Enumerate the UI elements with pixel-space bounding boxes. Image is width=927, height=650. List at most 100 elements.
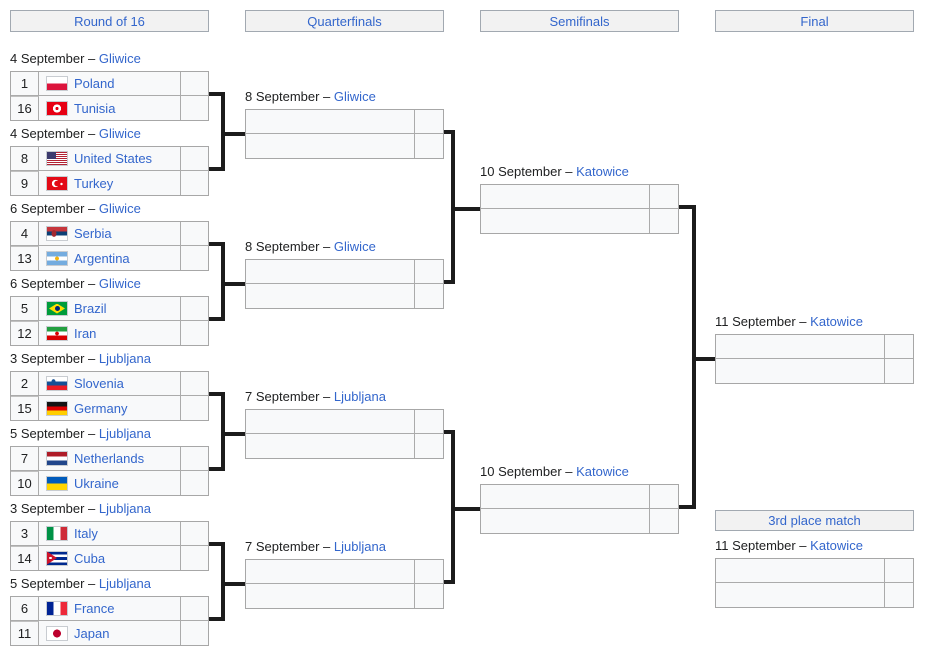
- team-link-tunisia[interactable]: Tunisia: [74, 100, 116, 116]
- team-link-serbia[interactable]: Serbia: [74, 226, 112, 241]
- team-row: 1 Poland: [11, 72, 208, 96]
- venue-link[interactable]: Ljubljana: [333, 539, 386, 554]
- team-slot-empty: [246, 284, 414, 308]
- team-link-slovenia[interactable]: Slovenia: [74, 376, 124, 391]
- match-date-text: 11 September –: [715, 538, 807, 553]
- flag-japan-icon[interactable]: [46, 625, 68, 641]
- venue-link[interactable]: Ljubljana: [98, 501, 151, 516]
- flag-serbia-icon[interactable]: [46, 226, 68, 241]
- flag-italy-icon[interactable]: [46, 526, 68, 541]
- score-cell: [180, 321, 208, 345]
- match-date-text: 10 September –: [480, 164, 573, 179]
- match-sf-2: [480, 484, 679, 534]
- team-link-cuba[interactable]: Cuba: [74, 550, 106, 566]
- team-link-turkey[interactable]: Turkey: [74, 175, 114, 191]
- venue-link[interactable]: Gliwice: [98, 201, 141, 216]
- flag-poland-icon[interactable]: [46, 76, 68, 91]
- match-date-text: 5 September –: [10, 426, 96, 441]
- venue-link[interactable]: Katowice: [576, 464, 629, 479]
- seed-cell: 2: [11, 372, 39, 395]
- flag-iran-icon[interactable]: [46, 325, 68, 341]
- score-cell: [180, 246, 208, 270]
- round-header-link[interactable]: Round of 16: [74, 13, 145, 29]
- match-r16-8: 6 France 11 Japan: [10, 596, 209, 646]
- team-link-italy[interactable]: Italy: [74, 526, 98, 541]
- venue-link[interactable]: Katowice: [810, 314, 863, 329]
- score-cell: [414, 434, 443, 458]
- team-cell: Tunisia: [39, 96, 180, 120]
- team-link-netherlands[interactable]: Netherlands: [74, 451, 145, 466]
- team-row: 10 Ukraine: [11, 471, 208, 495]
- team-link-germany[interactable]: Germany: [74, 400, 128, 416]
- team-link-brazil[interactable]: Brazil: [74, 301, 107, 316]
- team-row: [246, 134, 443, 158]
- round-header-third-place: 3rd place match: [715, 510, 914, 531]
- venue-link[interactable]: Gliwice: [333, 89, 376, 104]
- round-header-link[interactable]: Quarterfinals: [307, 13, 382, 29]
- flag-united-states-icon[interactable]: [46, 151, 68, 166]
- team-cell: Japan: [39, 621, 180, 645]
- score-cell: [884, 583, 913, 607]
- match-r16-7: 3 Italy 14 Cuba: [10, 521, 209, 571]
- flag-cuba-icon[interactable]: [46, 550, 68, 566]
- score-cell: [649, 509, 678, 533]
- venue-link[interactable]: Katowice: [576, 164, 629, 179]
- match-date-text: 6 September –: [10, 201, 96, 216]
- venue-link[interactable]: Gliwice: [98, 51, 141, 66]
- flag-ukraine-icon[interactable]: [46, 475, 68, 491]
- team-link-argentina[interactable]: Argentina: [74, 250, 130, 266]
- flag-argentina-icon[interactable]: [46, 250, 68, 266]
- team-slot-empty: [481, 209, 649, 233]
- score-cell: [180, 297, 208, 320]
- match-date-text: 5 September –: [10, 576, 96, 591]
- venue-link[interactable]: Gliwice: [333, 239, 376, 254]
- venue-link[interactable]: Katowice: [810, 538, 863, 553]
- match-sf-1: [480, 184, 679, 234]
- team-link-united-states[interactable]: United States: [74, 151, 153, 166]
- flag-france-icon[interactable]: [46, 601, 68, 616]
- team-slot-empty: [716, 359, 884, 383]
- venue-link[interactable]: Ljubljana: [333, 389, 386, 404]
- score-cell: [180, 447, 208, 470]
- match-date: 5 September – Ljubljana: [10, 426, 151, 442]
- venue-link[interactable]: Ljubljana: [98, 576, 151, 591]
- team-link-iran[interactable]: Iran: [74, 325, 97, 341]
- connector-line: [451, 207, 480, 211]
- team-link-poland[interactable]: Poland: [74, 76, 115, 91]
- score-cell: [414, 284, 443, 308]
- team-link-japan[interactable]: Japan: [74, 625, 110, 641]
- score-cell: [884, 559, 913, 582]
- seed-cell: 16: [11, 96, 39, 120]
- match-date: 4 September – Gliwice: [10, 126, 141, 142]
- connector-line: [444, 580, 455, 584]
- team-link-ukraine[interactable]: Ukraine: [74, 475, 119, 491]
- score-cell: [180, 72, 208, 95]
- round-header-link[interactable]: Semifinals: [549, 13, 610, 29]
- connector-line: [221, 542, 225, 621]
- venue-link[interactable]: Ljubljana: [98, 351, 151, 366]
- flag-germany-icon[interactable]: [46, 400, 68, 416]
- match-date-text: 7 September –: [245, 539, 331, 554]
- team-slot-empty: [246, 134, 414, 158]
- score-cell: [180, 96, 208, 120]
- score-cell: [414, 584, 443, 608]
- team-link-france[interactable]: France: [74, 601, 115, 616]
- seed-cell: 14: [11, 546, 39, 570]
- flag-turkey-icon[interactable]: [46, 175, 68, 191]
- team-cell: Germany: [39, 396, 180, 420]
- round-header-link[interactable]: Final: [800, 13, 829, 29]
- connector-line: [444, 430, 455, 434]
- flag-netherlands-icon[interactable]: [46, 451, 68, 466]
- connector-line: [209, 617, 225, 621]
- team-cell: Ukraine: [39, 471, 180, 495]
- venue-link[interactable]: Ljubljana: [98, 426, 151, 441]
- connector-line: [444, 130, 455, 134]
- connector-line: [221, 282, 245, 286]
- venue-link[interactable]: Gliwice: [98, 126, 141, 141]
- flag-tunisia-icon[interactable]: [46, 100, 68, 116]
- flag-slovenia-icon[interactable]: [46, 376, 68, 391]
- connector-line: [451, 507, 480, 511]
- round-header-link[interactable]: 3rd place match: [768, 513, 861, 528]
- flag-brazil-icon[interactable]: [46, 301, 68, 316]
- venue-link[interactable]: Gliwice: [98, 276, 141, 291]
